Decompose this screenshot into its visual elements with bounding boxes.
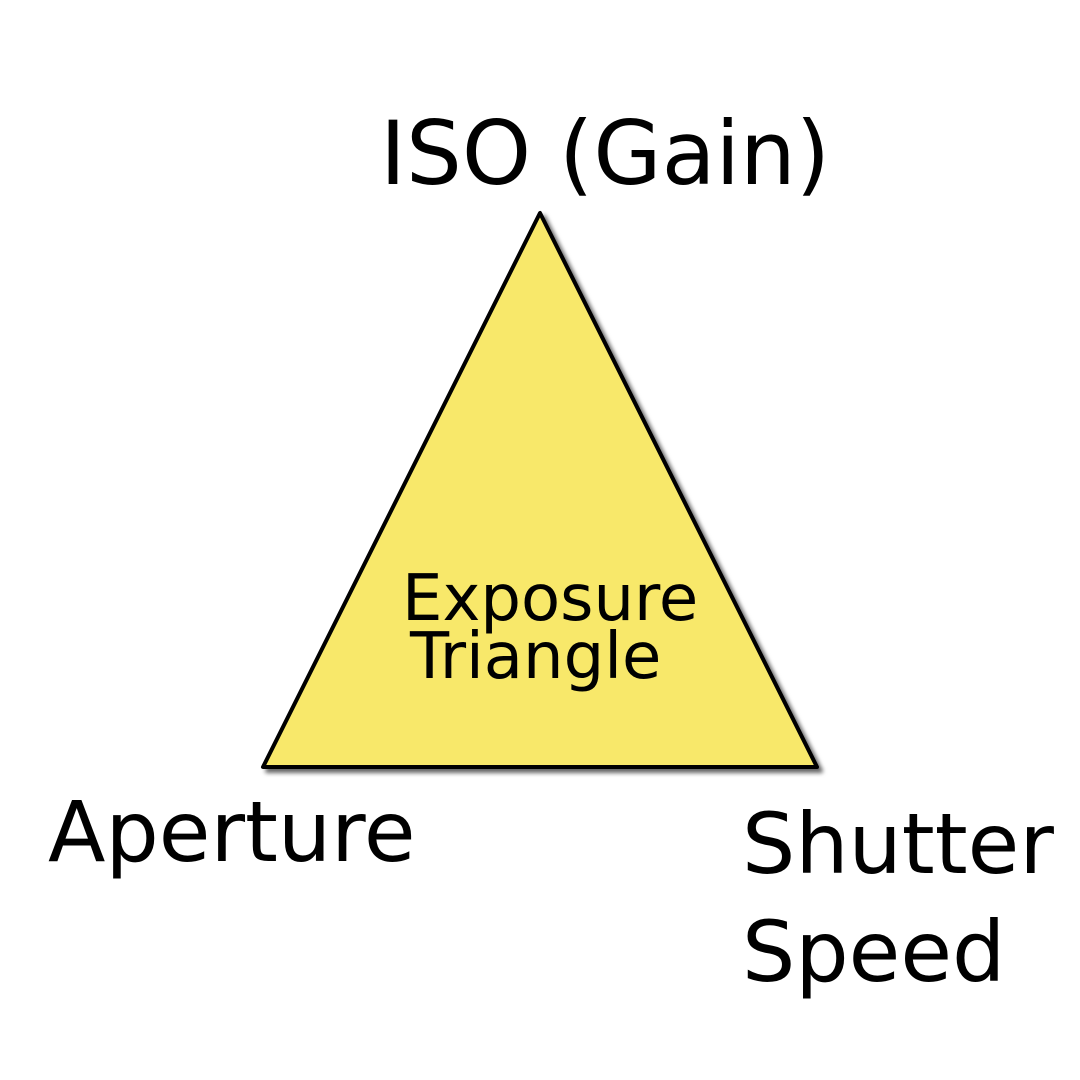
iso-gain-label: ISO (Gain)	[380, 102, 831, 205]
exposure-triangle-title: Exposure Triangle	[402, 562, 699, 694]
shutter-speed-label: Shutter Speed	[742, 790, 1054, 1006]
triangle-shape	[261, 211, 819, 769]
shutter-speed-line1: Shutter	[742, 795, 1054, 893]
center-line2: Triangle	[410, 620, 662, 694]
shutter-speed-line2: Speed	[742, 903, 1006, 1001]
aperture-label: Aperture	[48, 783, 416, 881]
center-line1: Exposure	[402, 562, 699, 636]
